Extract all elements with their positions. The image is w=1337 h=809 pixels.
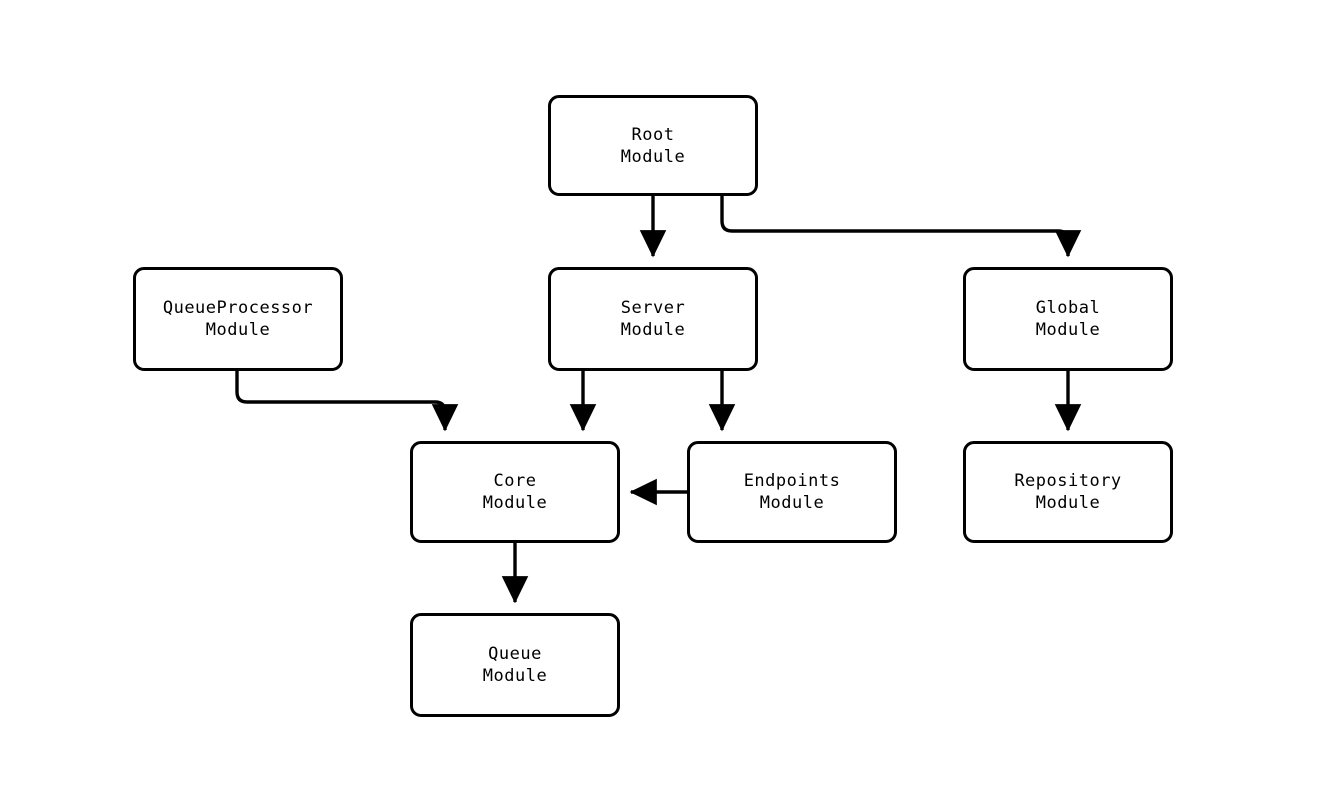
node-core-module[interactable]: Core Module xyxy=(410,441,620,543)
node-queue-module-label: Queue Module xyxy=(482,644,548,686)
node-queueprocessor-module-label: QueueProcessor Module xyxy=(162,298,314,340)
node-queueprocessor-module[interactable]: QueueProcessor Module xyxy=(133,267,343,371)
node-server-module-label: Server Module xyxy=(620,298,686,340)
node-root-module[interactable]: Root Module xyxy=(548,95,758,196)
node-core-module-label: Core Module xyxy=(482,471,548,513)
node-global-module-label: Global Module xyxy=(1035,298,1101,340)
node-server-module[interactable]: Server Module xyxy=(548,267,758,371)
node-repository-module-label: Repository Module xyxy=(1014,471,1122,513)
node-root-module-label: Root Module xyxy=(620,124,686,167)
node-global-module[interactable]: Global Module xyxy=(963,267,1173,371)
edge-queueprocessor-to-core xyxy=(235,371,459,432)
node-repository-module[interactable]: Repository Module xyxy=(963,441,1173,543)
node-endpoints-module[interactable]: Endpoints Module xyxy=(687,441,897,543)
node-endpoints-module-label: Endpoints Module xyxy=(743,471,841,513)
edge-root-to-global xyxy=(720,196,1082,258)
node-queue-module[interactable]: Queue Module xyxy=(410,613,620,717)
